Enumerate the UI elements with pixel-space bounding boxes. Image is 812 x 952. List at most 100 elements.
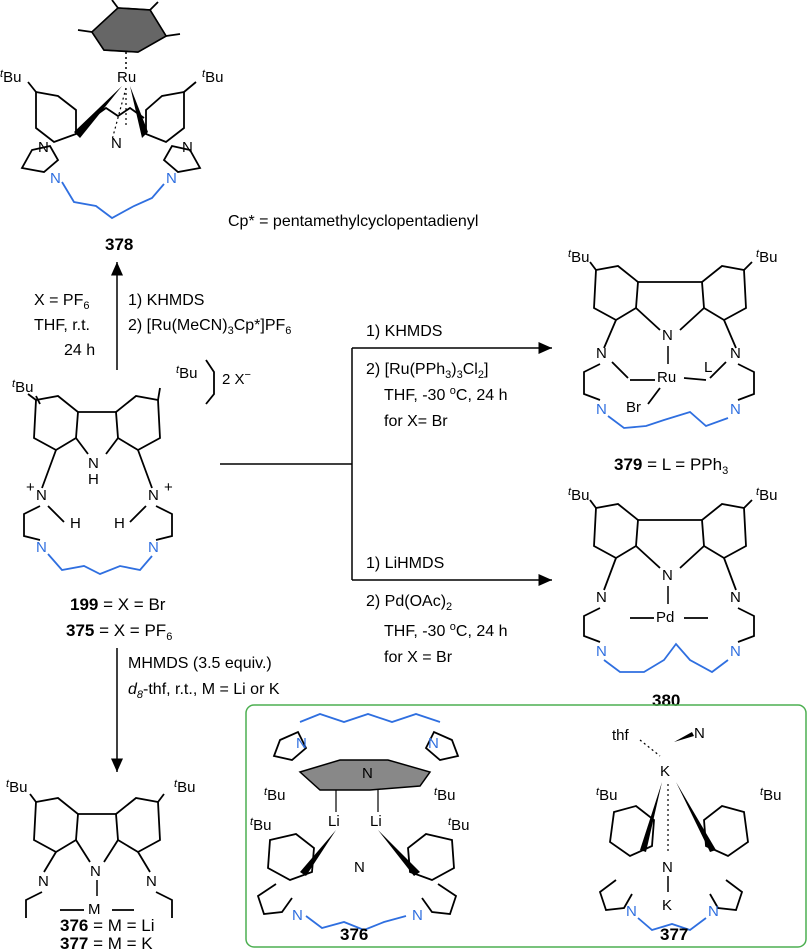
svg-text:N: N [662, 567, 673, 584]
svg-text:N: N [40, 927, 51, 944]
svg-text:THF, r.t.: THF, r.t. [34, 317, 90, 334]
svg-text:N: N [36, 539, 47, 556]
svg-text:N: N [694, 725, 705, 742]
svg-text:H: H [88, 471, 99, 488]
svg-text:tBu: tBu [756, 248, 777, 266]
svg-text:N: N [662, 327, 673, 344]
svg-text:X = PF6: X = PF6 [34, 292, 89, 312]
svg-text:N: N [292, 907, 303, 924]
svg-text:Li: Li [370, 813, 382, 830]
n-atom: N [111, 135, 122, 152]
tbu-label: tBu [202, 68, 223, 86]
svg-text:tBu: tBu [176, 364, 197, 382]
conditions-379: 1) KHMDS 2) [Ru(PPh3)3Cl2] THF, -30 oC, … [366, 323, 508, 430]
svg-text:N: N [626, 903, 637, 920]
svg-text:N: N [146, 927, 157, 944]
n-atom: N [166, 170, 177, 187]
inset-376: N N N tBu tBu Li Li tBu tBu N N N 376 [250, 713, 469, 944]
svg-text:tBu: tBu [568, 486, 589, 504]
inset-box [245, 704, 807, 948]
svg-text:380: 380 [652, 691, 680, 710]
svg-text:Li: Li [328, 813, 340, 830]
svg-text:K: K [662, 897, 672, 914]
svg-text:375 = X = PF6: 375 = X = PF6 [66, 621, 172, 643]
svg-text:for X= Br: for X= Br [384, 413, 448, 430]
svg-text:N: N [146, 873, 157, 890]
svg-text:N: N [36, 487, 47, 504]
svg-text:MHMDS (3.5 equiv.): MHMDS (3.5 equiv.) [128, 655, 272, 672]
conditions-380: 1) LiHMDS 2) Pd(OAc)2 THF, -30 oC, 24 h … [366, 555, 508, 666]
svg-text:N: N [428, 735, 439, 752]
svg-text:Pd: Pd [656, 609, 674, 626]
svg-text:N: N [148, 539, 159, 556]
svg-text:tBu: tBu [568, 248, 589, 266]
conditions-376: MHMDS (3.5 equiv.) d8-thf, r.t., M = Li … [128, 655, 280, 701]
svg-text:N: N [148, 487, 159, 504]
svg-text:Ru: Ru [657, 369, 676, 386]
svg-text:N: N [354, 859, 365, 876]
svg-text:N: N [296, 735, 307, 752]
svg-text:1) KHMDS: 1) KHMDS [366, 323, 442, 340]
tbu-label: tBu [0, 68, 21, 86]
svg-text:tBu: tBu [174, 778, 195, 796]
svg-text:1) LiHMDS: 1) LiHMDS [366, 555, 444, 572]
svg-text:tBu: tBu [264, 786, 285, 804]
svg-text:N: N [88, 455, 99, 472]
svg-text:M: M [88, 901, 101, 918]
svg-text:Br: Br [626, 399, 641, 416]
svg-text:N: N [362, 765, 373, 782]
svg-text:K: K [660, 763, 670, 780]
svg-text:for X = Br: for X = Br [384, 649, 453, 666]
svg-text:N: N [596, 589, 607, 606]
svg-text:tBu: tBu [434, 786, 455, 804]
n-atom: N [182, 139, 193, 156]
svg-text:tBu: tBu [448, 816, 469, 834]
svg-text:N: N [708, 903, 719, 920]
svg-text:N: N [596, 345, 607, 362]
svg-text:199 = X = Br: 199 = X = Br [70, 595, 166, 614]
svg-text:d8-thf, r.t., M = Li or K: d8-thf, r.t., M = Li or K [128, 681, 280, 701]
svg-text:377: 377 [660, 925, 688, 944]
svg-text:N: N [730, 643, 741, 660]
svg-text:H: H [70, 515, 81, 532]
svg-text:N: N [730, 401, 741, 418]
svg-text:2) [Ru(MeCN)3Cp*]PF6: 2) [Ru(MeCN)3Cp*]PF6 [128, 317, 291, 337]
svg-text:N: N [730, 589, 741, 606]
svg-text:N: N [38, 873, 49, 890]
svg-text:N: N [596, 401, 607, 418]
svg-text:thf: thf [612, 727, 630, 744]
svg-text:2 X−: 2 X− [222, 369, 251, 388]
svg-text:+: + [164, 479, 173, 496]
svg-text:379 = L = PPh3: 379 = L = PPh3 [614, 455, 728, 477]
svg-text:tBu: tBu [756, 486, 777, 504]
svg-text:24 h: 24 h [64, 342, 95, 359]
svg-text:2) [Ru(PPh3)3Cl2]: 2) [Ru(PPh3)3Cl2] [366, 361, 488, 381]
n-atom: N [50, 170, 61, 187]
conditions-378: X = PF6 THF, r.t. 24 h 1) KHMDS 2) [Ru(M… [34, 292, 291, 359]
svg-text:2) Pd(OAc)2: 2) Pd(OAc)2 [366, 593, 452, 613]
compound-380: tBu tBu N Pd N N N N 380 [568, 486, 777, 710]
svg-text:L: L [704, 359, 712, 376]
n-atom: N [38, 139, 49, 156]
svg-text:376: 376 [340, 925, 368, 944]
ru-atom: Ru [117, 69, 136, 86]
svg-text:tBu: tBu [6, 778, 27, 796]
svg-text:N: N [596, 643, 607, 660]
svg-text:tBu: tBu [596, 786, 617, 804]
svg-text:H: H [114, 515, 125, 532]
svg-text:THF, -30 oC, 24 h: THF, -30 oC, 24 h [384, 621, 508, 640]
svg-text:N: N [730, 345, 741, 362]
svg-text:tBu: tBu [760, 786, 781, 804]
compound-376-377: tBu tBu N M N N N N [6, 778, 195, 951]
cp-definition: Cp* = pentamethylcyclopentadienyl [228, 213, 478, 230]
compound-378: Ru tBu tBu N N N N N 378 [0, 0, 223, 254]
compound-379: tBu tBu N Ru L Br N N N N 379 = L = PPh3 [568, 248, 777, 477]
svg-text:N: N [412, 907, 423, 924]
compound-label: 378 [105, 235, 133, 254]
svg-text:THF, -30 oC, 24 h: THF, -30 oC, 24 h [384, 385, 508, 404]
svg-text:N: N [662, 859, 673, 876]
svg-text:N: N [90, 863, 101, 880]
compound-199: tBu tBu 2 X− N H + N H N + N H N 199 = X… [12, 359, 251, 643]
svg-text:1) KHMDS: 1) KHMDS [128, 292, 204, 309]
